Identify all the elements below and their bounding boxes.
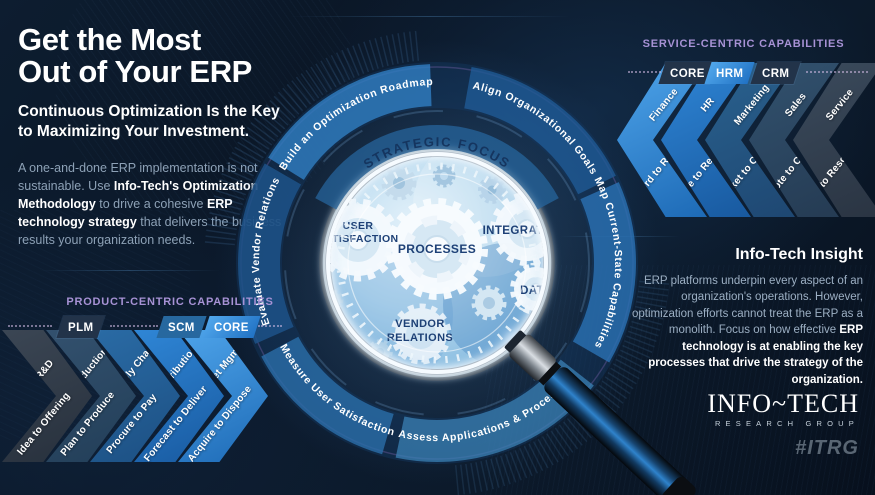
dotted-leader [8, 325, 52, 327]
dotted-leader [628, 71, 664, 73]
label-processes: PROCESSES [398, 242, 476, 256]
insight-block: Info-Tech Insight ERP platforms underpin… [629, 246, 863, 388]
logo-hashtag: #ITRG [795, 437, 859, 459]
dotted-leader [110, 325, 158, 327]
insight-body: ERP platforms underpin every aspect of a… [632, 275, 863, 386]
strategic-focus-band [315, 125, 559, 210]
group-plm: PLM [56, 316, 106, 338]
circuit-line [290, 16, 570, 17]
hero-block: Get the Most Out of Your ERP Continuous … [18, 22, 294, 249]
label-vendor: VENDOR [395, 318, 444, 330]
product-panel-header: PRODUCT-CENTRIC CAPABILITIES [66, 296, 274, 308]
group-crm: CRM [750, 62, 801, 84]
magnifier-handle [504, 330, 696, 495]
logo-subtitle: RESEARCH GROUP [714, 419, 859, 428]
insight-heading: Info-Tech Insight [735, 246, 863, 263]
dotted-leader [258, 325, 282, 327]
product-group-row: PLM SCM CORE [6, 316, 286, 338]
group-scm: SCM [156, 316, 207, 338]
dotted-leader [806, 71, 868, 73]
circuit-line [40, 270, 220, 271]
infotech-logo: INFO~TECH RESEARCH GROUP #ITRG [707, 391, 859, 460]
gear-processes [386, 198, 488, 300]
service-centric-panel: SERVICE-CENTRIC CAPABILITIES CORE HRM CR… [612, 38, 875, 253]
group-hrm: HRM [704, 62, 755, 84]
magnifier-lens: USER SATISFACTION PROCESSES INTEGRATIONS… [315, 125, 559, 381]
group-core2: CORE [202, 316, 261, 338]
group-core: CORE [658, 62, 717, 84]
page-title: Get the Most Out of Your ERP [18, 22, 252, 90]
service-panel-header: SERVICE-CENTRIC CAPABILITIES [642, 38, 845, 50]
glow-ring [320, 146, 554, 380]
hero-body: A one-and-done ERP implementation is not… [18, 161, 282, 248]
logo-wordmark: INFO~TECH [707, 389, 859, 418]
product-centric-panel: PRODUCT-CENTRIC CAPABILITIES PLM SCM COR… [2, 296, 286, 492]
label-user: USER [343, 220, 374, 232]
label-relations: RELATIONS [387, 332, 453, 344]
lens-tick-marks [336, 162, 538, 364]
service-group-row: CORE HRM CRM [612, 62, 875, 84]
hero-subtitle: Continuous Optimization Is the Key to Ma… [18, 103, 280, 141]
